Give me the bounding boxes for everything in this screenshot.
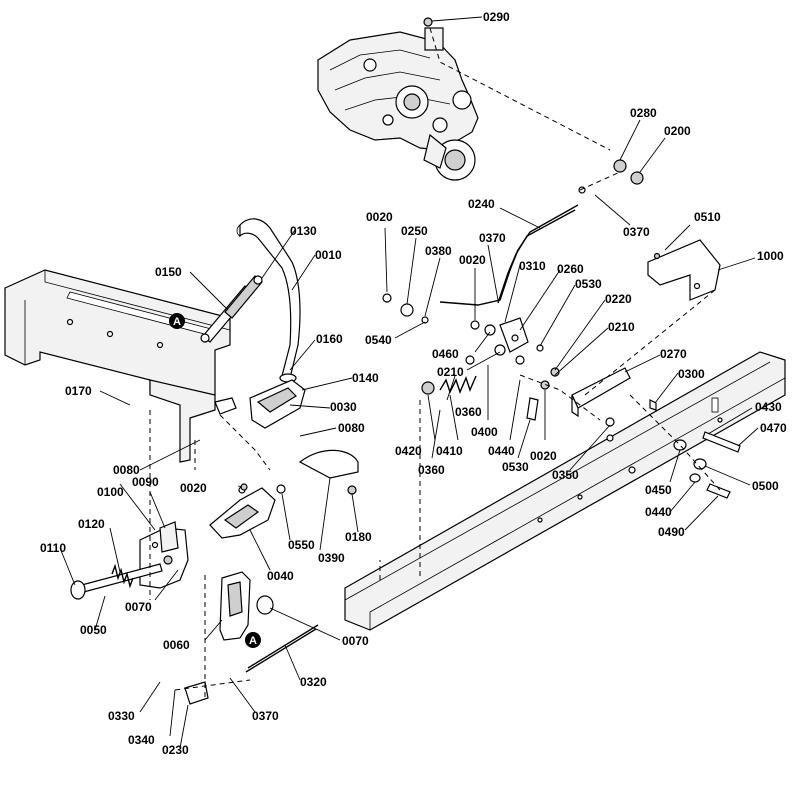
callout-label: 0470 xyxy=(760,421,787,435)
callout-label: 0050 xyxy=(80,623,107,637)
callout-label: 0270 xyxy=(660,347,687,361)
callout-label: 0090 xyxy=(132,475,159,489)
callout-label: 0550 xyxy=(288,538,315,552)
callout-label: 0110 xyxy=(40,541,66,555)
bolt-0110 xyxy=(70,563,163,600)
callout-label: 0370 xyxy=(623,225,650,239)
callout-label: 0080 xyxy=(113,463,140,477)
callout-label: 0010 xyxy=(315,248,342,262)
pivot-bracket-0030 xyxy=(214,379,306,429)
callout-label: 0370 xyxy=(252,709,279,723)
callout-label: 0060 xyxy=(163,638,190,652)
leader-lines xyxy=(59,16,759,749)
control-rod-0240 xyxy=(439,204,579,306)
callout-label: 0290 xyxy=(483,10,510,24)
callout-label: 0300 xyxy=(678,367,705,381)
callout-label: 0330 xyxy=(108,709,135,723)
callout-label: 0100 xyxy=(97,485,124,499)
callout-label: 0460 xyxy=(432,347,459,361)
callout-label: 0260 xyxy=(557,262,584,276)
callout-label: 0230 xyxy=(162,743,189,757)
callout-label: 0020 xyxy=(530,449,557,463)
callout-label: 0440 xyxy=(645,505,672,519)
marker-a-lower: A xyxy=(245,632,261,648)
callout-label: 0160 xyxy=(316,332,343,346)
callout-label: 0170 xyxy=(65,384,92,398)
spring-0410 xyxy=(439,375,477,394)
gas-spring-0150 xyxy=(200,275,263,343)
callout-label: 0210 xyxy=(608,320,635,334)
callout-label: 1000 xyxy=(757,249,784,263)
callout-label: 0430 xyxy=(755,400,782,414)
bracket-0060 xyxy=(219,571,274,641)
callout-label: 0120 xyxy=(78,517,105,531)
callout-label: 0070 xyxy=(125,600,152,614)
callout-label: 0130 xyxy=(290,224,317,238)
callout-label: 0500 xyxy=(752,479,779,493)
marker-a-lower-label: A xyxy=(249,635,257,647)
callout-label: 0440 xyxy=(488,444,515,458)
cover-0390 xyxy=(298,449,359,479)
callout-label: 0410 xyxy=(436,444,463,458)
cam-plate-0040 xyxy=(209,486,276,539)
callout-label: 0020 xyxy=(180,481,207,495)
callout-label: 0360 xyxy=(418,463,445,477)
callout-label: 0020 xyxy=(459,253,486,267)
spring-0120 xyxy=(111,563,134,589)
callout-label: 0390 xyxy=(318,551,345,565)
callout-label: 0030 xyxy=(330,400,357,414)
callout-label: 0360 xyxy=(455,405,482,419)
callout-label: 0400 xyxy=(471,425,498,439)
callout-label: 0510 xyxy=(694,210,721,224)
left-frame-plate xyxy=(4,269,231,463)
callout-label: 0220 xyxy=(605,292,632,306)
callout-labels: 0290 0280 0200 0370 0240 0510 1000 0020 … xyxy=(40,10,787,757)
callout-label: 0040 xyxy=(267,569,294,583)
callout-label: 0450 xyxy=(645,483,672,497)
callout-label: 0250 xyxy=(401,224,428,238)
callout-label: 0280 xyxy=(630,106,657,120)
callout-label: 0180 xyxy=(345,530,372,544)
callout-label: 0350 xyxy=(552,468,579,482)
bracket-1000 xyxy=(647,239,721,301)
plate-0270 xyxy=(571,367,631,418)
callout-label: 0070 xyxy=(342,634,369,648)
callout-label: 0140 xyxy=(352,371,379,385)
callout-label: 0530 xyxy=(502,460,529,474)
callout-label: 0210 xyxy=(437,365,464,379)
callout-label: 0370 xyxy=(479,231,506,245)
callout-label: 0320 xyxy=(300,675,327,689)
callout-label: 0200 xyxy=(664,124,691,138)
callout-label: 0530 xyxy=(575,277,602,291)
right-frame-rail xyxy=(344,351,786,631)
callout-label: 0340 xyxy=(128,733,155,747)
callout-label: 0420 xyxy=(395,444,422,458)
callout-label: 0310 xyxy=(519,259,546,273)
callout-label: 0380 xyxy=(425,244,452,258)
callout-label: 0080 xyxy=(338,421,365,435)
callout-label: 0240 xyxy=(468,197,495,211)
callout-label: 0540 xyxy=(365,333,392,347)
lower-rod-0320 xyxy=(184,624,319,705)
mount-bracket-0090 xyxy=(139,521,189,589)
marker-a-upper: A xyxy=(169,313,185,329)
callout-label: 0020 xyxy=(366,210,393,224)
callout-label: 0150 xyxy=(155,265,182,279)
marker-a-upper-label: A xyxy=(173,316,181,328)
assembly-dashed-lines xyxy=(149,27,721,700)
callout-label: 0490 xyxy=(658,525,685,539)
transaxle-assembly xyxy=(317,27,479,181)
